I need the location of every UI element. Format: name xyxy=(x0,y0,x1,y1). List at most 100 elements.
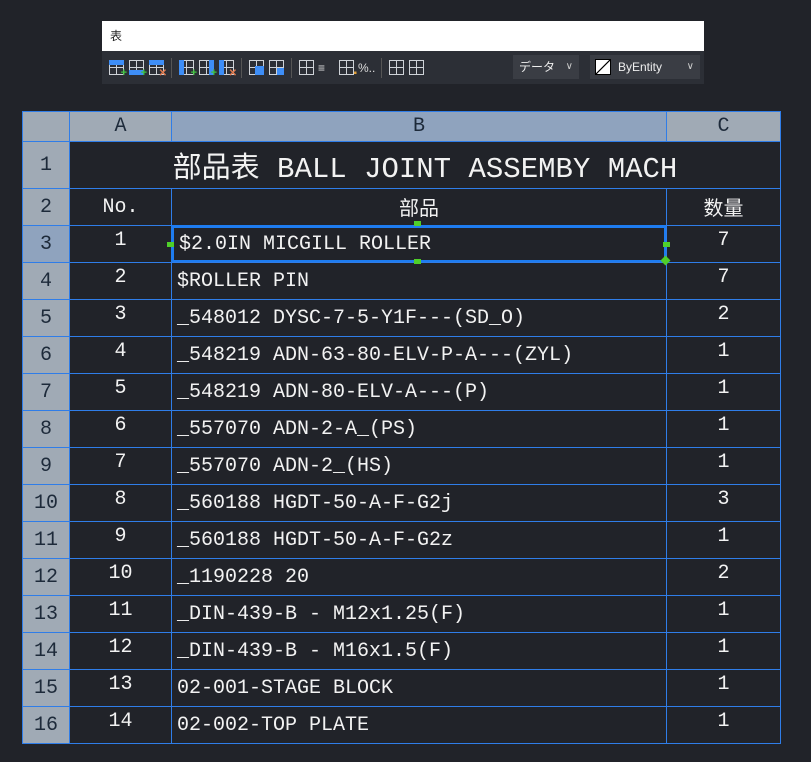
heading-cell[interactable]: 数量 xyxy=(666,188,781,226)
item-number-cell[interactable]: 4 xyxy=(69,336,172,374)
cell-text: 13 xyxy=(108,673,133,696)
row-header[interactable]: 16 xyxy=(22,706,70,744)
row-header[interactable]: 2 xyxy=(22,188,70,226)
item-number-cell[interactable]: 12 xyxy=(69,632,172,670)
cell-text: _560188 HGDT-50-A-F-G2z xyxy=(177,528,454,552)
item-number-cell[interactable]: 7 xyxy=(69,447,172,485)
item-number-cell[interactable]: 10 xyxy=(69,558,172,596)
part-name-cell[interactable]: _560188 HGDT-50-A-F-G2z xyxy=(171,521,667,559)
insert-field-icon[interactable] xyxy=(408,59,425,76)
item-number-cell[interactable]: 9 xyxy=(69,521,172,559)
cell-grip-handle[interactable] xyxy=(414,259,421,264)
row-header[interactable]: 7 xyxy=(22,373,70,411)
quantity-cell[interactable]: 1 xyxy=(666,521,781,559)
row-header[interactable]: 5 xyxy=(22,299,70,337)
part-name-cell[interactable]: _557070 ADN-2-A_(PS) xyxy=(171,410,667,448)
cell-text: 1 xyxy=(717,340,730,363)
part-name-cell[interactable]: _DIN-439-B - M16x1.5(F) xyxy=(171,632,667,670)
row-header[interactable]: 13 xyxy=(22,595,70,633)
item-number-cell[interactable]: 3 xyxy=(69,299,172,337)
quantity-cell[interactable]: 7 xyxy=(666,262,781,300)
insert-column-right-icon[interactable]: + xyxy=(198,59,217,79)
quantity-cell[interactable]: 2 xyxy=(666,558,781,596)
table-corner[interactable] xyxy=(22,111,70,142)
cell-text: 12 xyxy=(33,565,58,589)
item-number-cell[interactable]: 8 xyxy=(69,484,172,522)
part-name-cell[interactable]: _548219 ADN-63-80-ELV-P-A---(ZYL) xyxy=(171,336,667,374)
unmerge-cells-icon[interactable] xyxy=(268,59,285,76)
item-number-cell[interactable]: 13 xyxy=(69,669,172,707)
cell-grip-handle[interactable] xyxy=(663,242,670,247)
row-header[interactable]: 11 xyxy=(22,521,70,559)
toolbar-separator xyxy=(241,57,242,78)
row-header[interactable]: 12 xyxy=(22,558,70,596)
quantity-cell[interactable]: 1 xyxy=(666,447,781,485)
part-name-cell[interactable]: 02-002-TOP PLATE xyxy=(171,706,667,744)
row-header[interactable]: 3 xyxy=(22,225,70,263)
quantity-cell[interactable]: 1 xyxy=(666,410,781,448)
row-header[interactable]: 14 xyxy=(22,632,70,670)
quantity-cell[interactable]: 1 xyxy=(666,669,781,707)
item-number-cell[interactable]: 1 xyxy=(69,225,172,263)
linetype-dropdown[interactable]: ByEntity∨ xyxy=(590,55,700,79)
item-number-cell[interactable]: 11 xyxy=(69,595,172,633)
item-number-cell[interactable]: 14 xyxy=(69,706,172,744)
data-format-icon[interactable]: %.. xyxy=(358,61,376,75)
cell-borders-icon[interactable] xyxy=(298,59,315,76)
insert-block-icon[interactable] xyxy=(388,59,405,76)
part-name-cell[interactable]: 02-001-STAGE BLOCK xyxy=(171,669,667,707)
chevron-down-icon: ∨ xyxy=(565,61,573,72)
column-header-a[interactable]: A xyxy=(69,111,172,142)
delete-row-icon[interactable]: ✕ xyxy=(148,59,167,79)
part-name-cell[interactable]: _1190228 20 xyxy=(171,558,667,596)
part-name-cell[interactable]: _548219 ADN-80-ELV-A---(P) xyxy=(171,373,667,411)
cell-text: 1 xyxy=(717,673,730,696)
merge-cells-icon[interactable] xyxy=(248,59,265,76)
item-number-cell[interactable]: 6 xyxy=(69,410,172,448)
row-header[interactable]: 1 xyxy=(22,141,70,189)
delete-column-icon[interactable]: ✕ xyxy=(218,59,237,79)
quantity-cell[interactable]: 1 xyxy=(666,706,781,744)
cell-format-dropdown[interactable]: データ∨ xyxy=(513,55,579,79)
selected-part-name-cell[interactable]: $2.0IN MICGILL ROLLER xyxy=(171,225,667,263)
part-name-cell[interactable]: _548012 DYSC-7-5-Y1F---(SD_O) xyxy=(171,299,667,337)
cell-text: B xyxy=(412,115,425,138)
cell-text: 2 xyxy=(114,266,127,289)
heading-cell[interactable]: No. xyxy=(69,188,172,226)
cell-text: 11 xyxy=(108,599,133,622)
insert-row-above-icon[interactable]: + xyxy=(108,59,127,79)
cell-grip-handle[interactable] xyxy=(414,221,421,226)
part-name-cell[interactable]: _557070 ADN-2_(HS) xyxy=(171,447,667,485)
quantity-cell[interactable]: 1 xyxy=(666,373,781,411)
part-name-cell[interactable]: _DIN-439-B - M12x1.25(F) xyxy=(171,595,667,633)
quantity-cell[interactable]: 3 xyxy=(666,484,781,522)
align-icon[interactable]: ≡ xyxy=(318,61,326,75)
title-cell[interactable]: 部品表 BALL JOINT ASSEMBY MACH xyxy=(69,141,781,189)
quantity-cell[interactable]: 2 xyxy=(666,299,781,337)
cell-text: 数量 xyxy=(703,199,744,222)
row-header[interactable]: 6 xyxy=(22,336,70,374)
quantity-cell[interactable]: 7 xyxy=(666,225,781,263)
toolbar-title: 表 xyxy=(102,21,704,51)
cell-grip-handle[interactable] xyxy=(167,242,174,247)
item-number-cell[interactable]: 2 xyxy=(69,262,172,300)
row-header[interactable]: 4 xyxy=(22,262,70,300)
cell-text: 7 xyxy=(114,451,127,474)
linetype-value: ByEntity xyxy=(618,60,663,74)
part-name-cell[interactable]: _560188 HGDT-50-A-F-G2j xyxy=(171,484,667,522)
item-number-cell[interactable]: 5 xyxy=(69,373,172,411)
lock-cell-icon[interactable]: ▪ xyxy=(338,59,357,79)
row-header[interactable]: 9 xyxy=(22,447,70,485)
quantity-cell[interactable]: 1 xyxy=(666,632,781,670)
column-header-b[interactable]: B xyxy=(171,111,667,142)
row-header[interactable]: 15 xyxy=(22,669,70,707)
row-header[interactable]: 10 xyxy=(22,484,70,522)
insert-row-below-icon[interactable]: + xyxy=(128,59,147,79)
quantity-cell[interactable]: 1 xyxy=(666,595,781,633)
quantity-cell[interactable]: 1 xyxy=(666,336,781,374)
insert-column-left-icon[interactable]: + xyxy=(178,59,197,79)
part-name-cell[interactable]: $ROLLER PIN xyxy=(171,262,667,300)
column-header-c[interactable]: C xyxy=(666,111,781,142)
cell-text: 14 xyxy=(33,639,58,663)
row-header[interactable]: 8 xyxy=(22,410,70,448)
